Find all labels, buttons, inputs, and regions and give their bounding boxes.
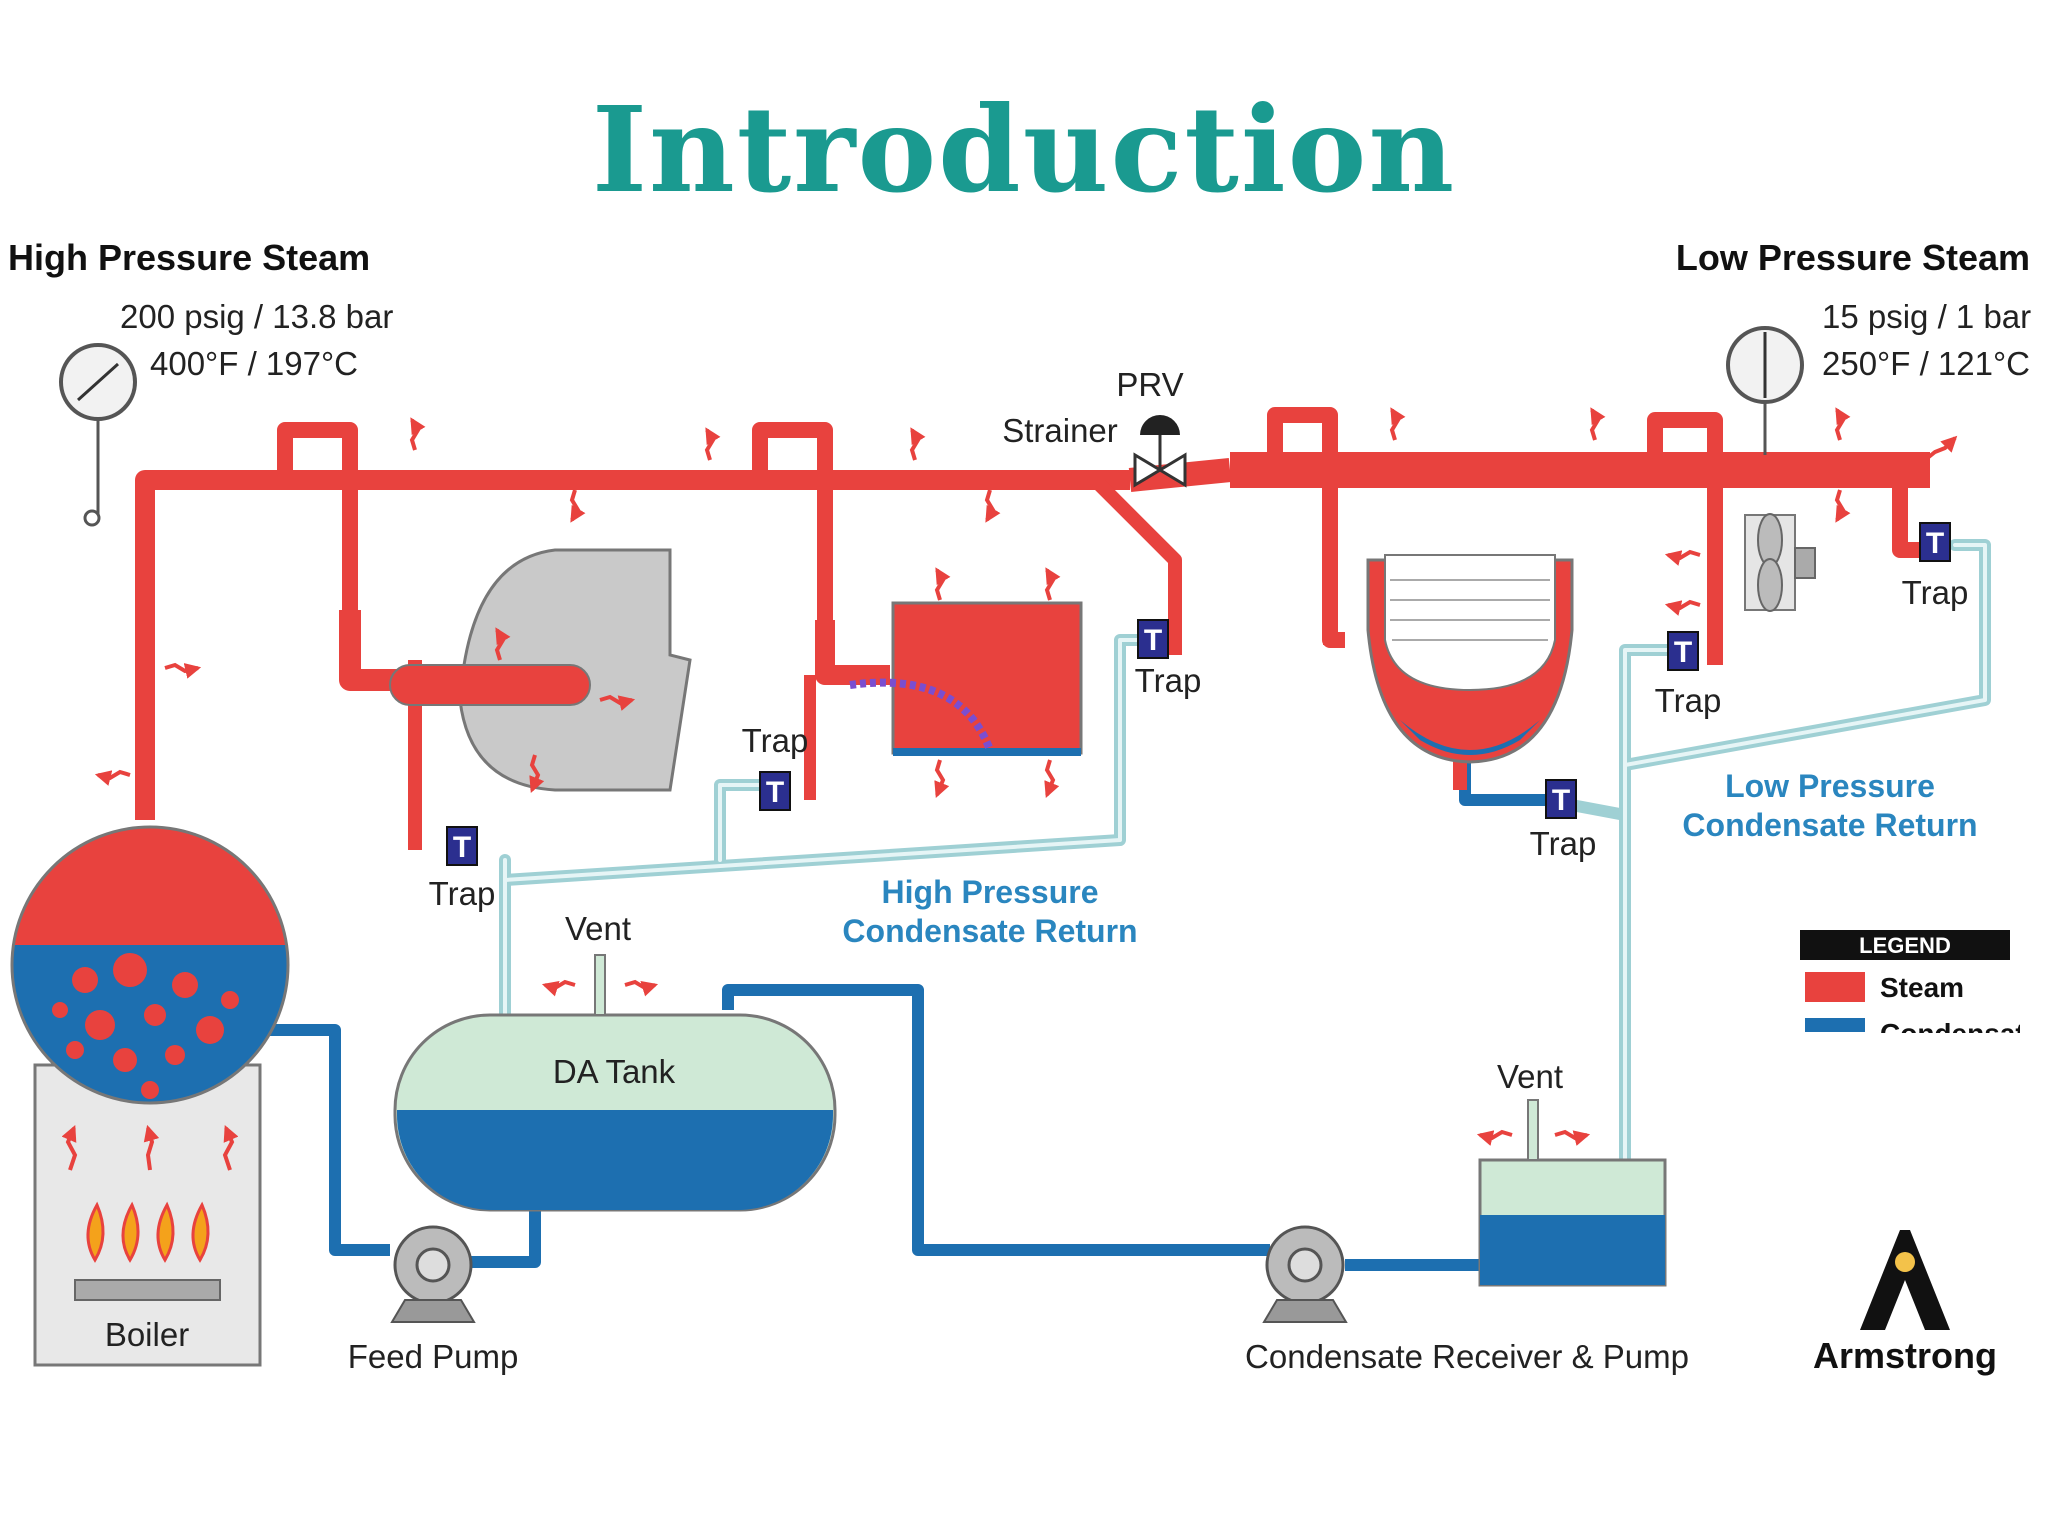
lp-gauge-icon (1726, 326, 1804, 455)
prv-label: PRV (1116, 366, 1183, 403)
condensate-pump: Condensate Receiver & Pump (1245, 1225, 1689, 1375)
svg-text:T: T (1674, 636, 1692, 669)
trap-icon-2: T Trap (742, 722, 809, 811)
da-tank-vent-label: Vent (565, 910, 631, 947)
burner-flames (86, 1201, 210, 1263)
svg-text:T: T (1144, 624, 1162, 657)
trap-label-1: Trap (429, 875, 496, 912)
jacketed-kettle (1366, 554, 1574, 764)
brand-label: Armstrong (1813, 1335, 1997, 1376)
trap-label-6: Trap (1902, 574, 1969, 611)
steam-lines (135, 407, 1935, 850)
hp-gauge-icon (59, 343, 137, 527)
hp-temp-label: 400°F / 197°C (150, 345, 358, 382)
trap-label-3: Trap (1135, 662, 1202, 699)
feed-pump-label: Feed Pump (348, 1338, 519, 1375)
svg-text:T: T (1926, 527, 1944, 560)
lp-pressure-label: 15 psig / 1 bar (1822, 298, 2031, 335)
armstrong-logo: Armstrong (1813, 1230, 1997, 1376)
trap-label-5: Trap (1655, 682, 1722, 719)
legend-title: LEGEND (1859, 933, 1951, 958)
lp-return-label-2: Condensate Return (1682, 807, 1977, 843)
trap-icon-3: T Trap (1135, 619, 1202, 699)
high-pressure-steam-label: High Pressure Steam (8, 237, 370, 278)
receiver-pump-label: Condensate Receiver & Pump (1245, 1338, 1689, 1375)
legend-condensate-label: Condensate (1880, 1018, 2040, 1049)
heat-arrows (61, 407, 1958, 1171)
svg-text:T: T (453, 831, 471, 864)
low-pressure-steam-label: Low Pressure Steam (1676, 237, 2030, 278)
trap-icon-1: T Trap (429, 826, 496, 912)
feed-pump: Feed Pump (348, 1225, 519, 1375)
lp-temp-label: 250°F / 121°C (1822, 345, 2030, 382)
boiler: Boiler (10, 820, 290, 1367)
receiver-vent-label: Vent (1497, 1058, 1563, 1095)
svg-text:T: T (1552, 784, 1570, 817)
legend: LEGEND Steam Condensate (1800, 930, 2040, 1049)
hp-return-label-2: Condensate Return (842, 913, 1137, 949)
svg-text:T: T (766, 776, 784, 809)
hp-return-label-1: High Pressure (882, 874, 1099, 910)
boiler-label: Boiler (105, 1316, 189, 1353)
trap-label-4: Trap (1530, 825, 1597, 862)
trap-label-2: Trap (742, 722, 809, 759)
legend-steam-label: Steam (1880, 972, 1964, 1003)
da-tank-label: DA Tank (553, 1053, 676, 1090)
trap-icon-5: T Trap (1655, 631, 1722, 719)
trap-icon-6: T Trap (1902, 522, 1969, 611)
slide-title: Introduction (591, 80, 1457, 219)
legend-condensate-swatch (1805, 1018, 1865, 1032)
legend-steam-swatch (1805, 972, 1865, 1002)
unit-heater (1744, 513, 1816, 612)
heat-exchanger-shell (389, 548, 692, 792)
condensate-receiver: Vent (1478, 1058, 1667, 1287)
lp-return-label-1: Low Pressure (1725, 768, 1935, 804)
prv-valve: PRV Strainer (1002, 366, 1187, 488)
trap-icon-4: T Trap (1530, 779, 1597, 862)
hp-pressure-label: 200 psig / 13.8 bar (120, 298, 393, 335)
process-heater (849, 601, 1083, 756)
da-tank: DA Tank Vent (393, 910, 837, 1212)
strainer-label: Strainer (1002, 412, 1118, 449)
